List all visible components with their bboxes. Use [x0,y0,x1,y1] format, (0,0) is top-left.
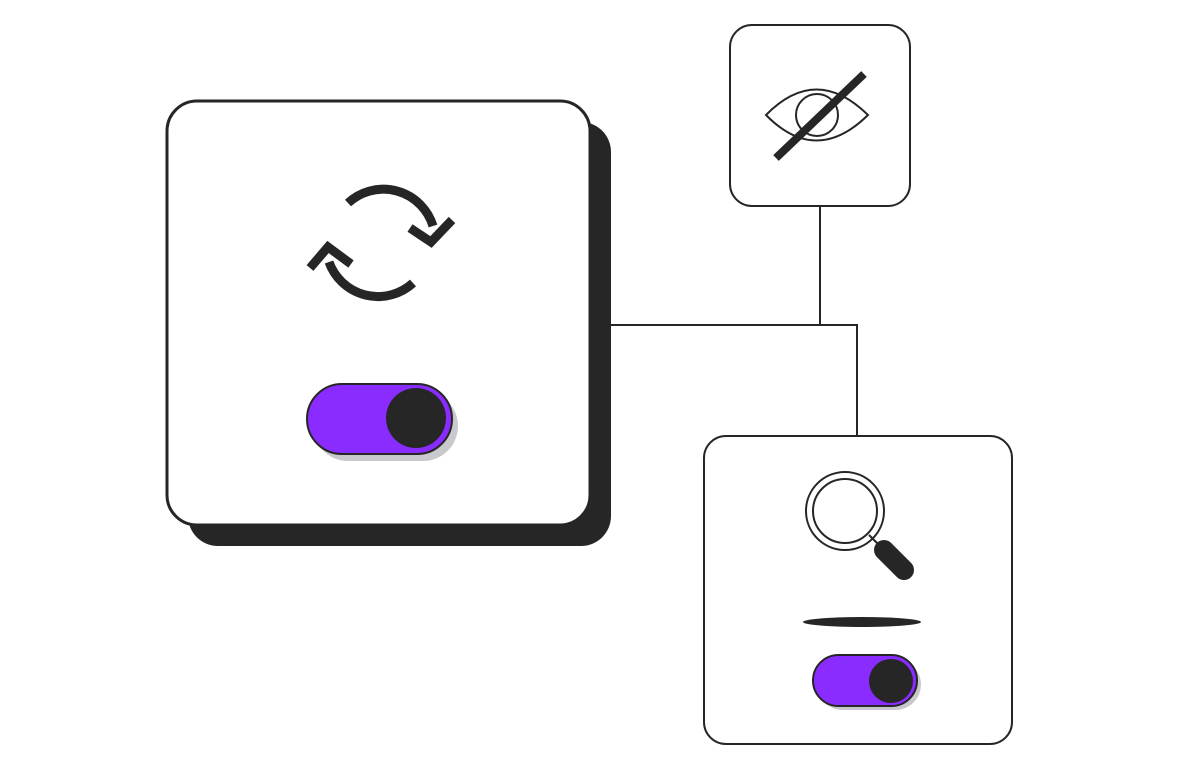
text-placeholder-bar [803,617,921,627]
visibility-card [729,24,911,207]
sync-card [165,99,611,546]
connector-lines [610,206,858,436]
search-toggle-knob[interactable] [869,659,913,703]
search-card [703,435,1013,745]
sync-arrows-icon [306,184,456,302]
search-toggle-switch[interactable] [812,654,921,710]
magnifying-glass-icon[interactable] [805,471,914,580]
eye-slash-icon[interactable] [764,71,870,161]
search-card-body [703,435,1013,745]
connector-sync-to-junction [610,324,858,436]
sync-toggle-knob[interactable] [386,388,446,448]
sync-card-body [165,99,592,527]
sync-toggle-switch[interactable] [306,383,458,461]
